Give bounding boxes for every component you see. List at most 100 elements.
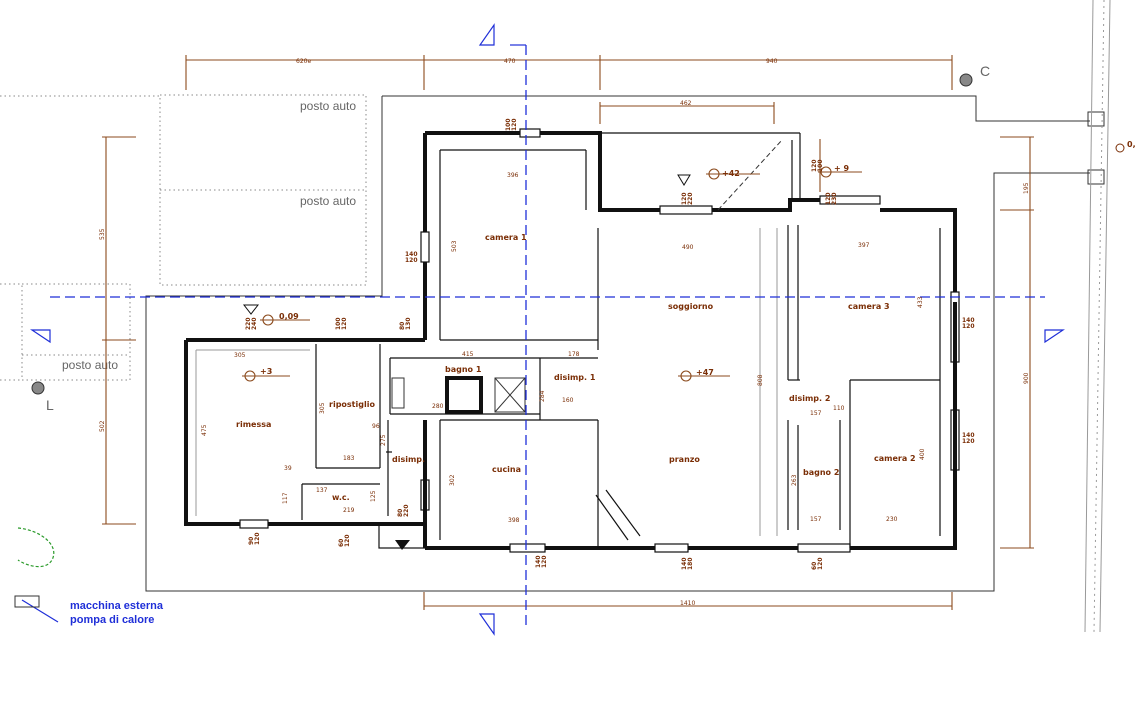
dim-125: 125 xyxy=(370,490,377,502)
window-label-h: 120 xyxy=(541,555,548,568)
dim-right-main: 900 xyxy=(1023,372,1030,384)
window-label-w: 140 xyxy=(405,251,418,258)
dim-left-upper: 535 xyxy=(99,228,106,240)
window-label-w: 100 xyxy=(817,159,824,172)
parking-label-1: posto auto xyxy=(300,99,356,113)
lot-boundary xyxy=(145,0,1111,633)
room-pranzo: pranzo xyxy=(669,455,700,464)
level-living: +47 xyxy=(696,368,714,377)
level-entrance: 0,09 xyxy=(279,312,299,321)
point-label-zero: 0, xyxy=(1127,140,1136,149)
exterior-walls xyxy=(184,131,957,550)
window-label-w: 60 xyxy=(338,539,345,547)
parking-label-2: posto auto xyxy=(300,194,356,208)
window-label-w: 90 xyxy=(248,537,255,545)
window-label-h: 120 xyxy=(811,159,818,172)
dim-disimp1-w: 178 xyxy=(568,351,580,358)
window-label-w: 80 xyxy=(397,509,404,517)
window-label-w: 80 xyxy=(399,322,406,330)
survey-points: C L 0, xyxy=(31,63,1136,413)
point-label-c: C xyxy=(980,63,990,79)
room-camera-2: camera 2 xyxy=(874,454,916,463)
window-label-w: 140 xyxy=(962,432,975,439)
dim-219: 219 xyxy=(343,507,355,514)
dim-right-small: 195 xyxy=(1023,182,1030,194)
dim-275: 275 xyxy=(380,434,387,446)
legend-line-1: macchina esterna xyxy=(70,600,164,612)
window-label-h: 120 xyxy=(511,118,518,131)
room-soggiorno: soggiorno xyxy=(668,302,714,311)
window-label-w: 140 xyxy=(681,557,688,570)
dim-camera2-w: 230 xyxy=(886,516,898,523)
dim-bagno1-w: 415 xyxy=(462,351,474,358)
window-label-w: 140 xyxy=(962,317,975,324)
room-bagno-2: bagno 2 xyxy=(803,468,839,477)
legend-line-2: pompa di calore xyxy=(70,614,154,626)
window-label-h: 220 xyxy=(403,504,410,517)
window-label-w: 60 xyxy=(811,562,818,570)
window-label-w: 120 xyxy=(681,192,688,205)
entrance-marker xyxy=(395,540,410,550)
dim-top-c: 940 xyxy=(766,58,778,65)
dim-disimp1-v: 284 xyxy=(539,390,546,402)
room-wc: w.c. xyxy=(332,493,350,502)
dim-39: 39 xyxy=(284,465,292,472)
room-bagno-1: bagno 1 xyxy=(445,365,482,374)
room-camera-1: camera 1 xyxy=(485,233,527,242)
dim-bagno2-w: 157 xyxy=(810,516,822,523)
window-label-h: 120 xyxy=(254,532,261,545)
level-markers: +42 + 9 0,09 +3 +47 xyxy=(242,164,862,382)
dim-96: 96 xyxy=(372,423,380,430)
dim-camera2-h: 400 xyxy=(919,448,926,460)
window-label-h: 120 xyxy=(341,317,348,330)
dim-top-a: 620e xyxy=(296,58,311,65)
dim-bottom: 1410 xyxy=(680,600,695,607)
dim-rimessa-w: 305 xyxy=(234,352,246,359)
dim-veranda: 462 xyxy=(680,100,692,107)
dim-rimessa-h: 475 xyxy=(201,424,208,436)
room-cucina: cucina xyxy=(492,465,521,474)
dim-117: 117 xyxy=(282,492,289,504)
room-ripostiglio: ripostiglio xyxy=(329,400,375,409)
section-lines xyxy=(14,23,1065,636)
dim-soggiorno-w: 490 xyxy=(682,244,694,251)
dim-left-lower: 502 xyxy=(99,420,106,432)
dim-137: 137 xyxy=(316,487,328,494)
dim-110: 110 xyxy=(833,405,845,412)
dimension-lines xyxy=(102,55,1034,610)
window-label-h: 180 xyxy=(687,557,694,570)
window-label-w: 100 xyxy=(505,118,512,131)
level-rimessa: +3 xyxy=(260,367,272,376)
dim-cucina-h: 302 xyxy=(449,474,456,486)
window-label-h: 130 xyxy=(405,317,412,330)
window-label-w: 120 xyxy=(825,192,832,205)
point-label-l: L xyxy=(46,397,54,413)
dim-ripostiglio-w: 183 xyxy=(343,455,355,462)
window-label-h: 120 xyxy=(405,257,418,264)
dim-camera3-w: 397 xyxy=(858,242,870,249)
window-label-h: 240 xyxy=(251,317,258,330)
room-disimp-2: disimp. 2 xyxy=(789,394,830,403)
parking-areas: posto auto posto auto posto auto xyxy=(0,94,367,381)
room-camera-3: camera 3 xyxy=(848,302,890,311)
dim-camera1-w: 396 xyxy=(507,172,519,179)
dim-top-b: 470 xyxy=(504,58,516,65)
level-terrace: + 9 xyxy=(834,164,849,173)
tree-symbol xyxy=(17,527,55,568)
dim-280: 280 xyxy=(432,403,444,410)
dim-total-h: 808 xyxy=(757,374,764,386)
parking-label-3: posto auto xyxy=(62,358,118,372)
window-label-h: 230 xyxy=(831,192,838,205)
interior-walls xyxy=(195,149,941,548)
dim-camera1-h: 503 xyxy=(451,240,458,252)
dim-camera3-h: 433 xyxy=(917,296,924,308)
window-label-h: 120 xyxy=(344,534,351,547)
dim-cucina-w: 398 xyxy=(508,517,520,524)
window-label-h: 120 xyxy=(962,438,975,445)
dim-disimp2-w: 157 xyxy=(810,410,822,417)
dim-disimp1-h: 160 xyxy=(562,397,574,404)
window-label-h: 120 xyxy=(962,323,975,330)
window-label-w: 140 xyxy=(535,555,542,568)
